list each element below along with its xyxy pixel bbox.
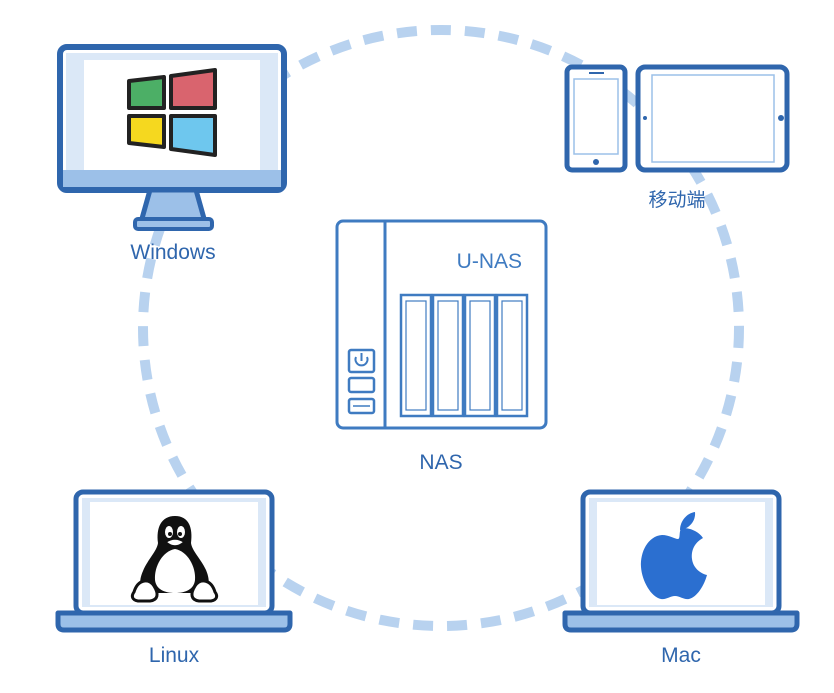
drive-bays bbox=[399, 293, 529, 418]
tux-penguin-icon bbox=[130, 516, 219, 603]
mac-laptop bbox=[562, 489, 800, 633]
tablet bbox=[635, 64, 790, 173]
apple-logo-icon bbox=[640, 512, 707, 600]
connection-ring bbox=[138, 25, 744, 631]
nas-brand: U-NAS bbox=[457, 250, 522, 273]
windows-label: Windows bbox=[130, 241, 216, 264]
nas-label: NAS bbox=[419, 451, 463, 474]
linux-laptop bbox=[55, 489, 293, 633]
windows-logo-icon bbox=[127, 68, 217, 157]
windows-computer bbox=[57, 44, 287, 231]
power-button-icon bbox=[347, 348, 376, 374]
nas-device-icon: U-NAS bbox=[335, 219, 548, 430]
phone bbox=[564, 64, 628, 173]
usb-port bbox=[347, 376, 376, 394]
mac-label: Mac bbox=[661, 644, 701, 667]
mobile-label: 移动端 bbox=[648, 189, 706, 211]
phone-tablet-icon bbox=[564, 64, 790, 173]
linux-label: Linux bbox=[148, 644, 200, 667]
